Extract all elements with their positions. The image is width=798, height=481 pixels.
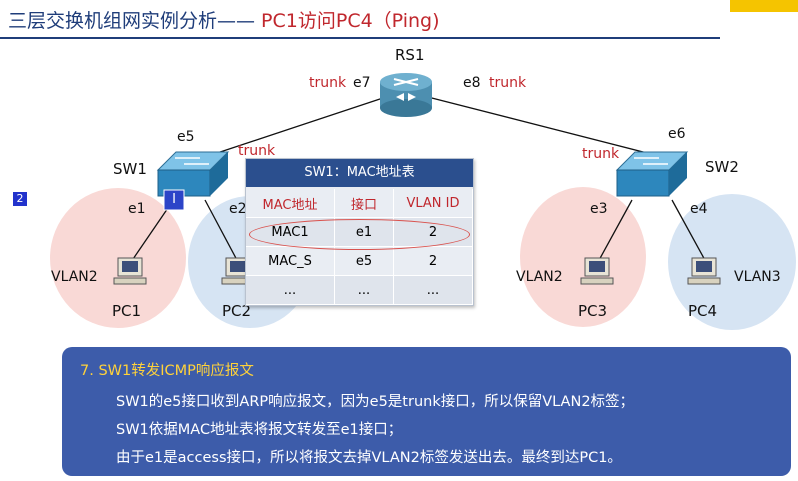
step-line-1: SW1的e5接口收到ARP响应报文，因为e5是trunk接口，所以保留VLAN2…	[116, 394, 635, 410]
mac-table-header-row: MAC地址 接口 VLAN ID	[246, 189, 473, 218]
title-highlight: PC1访问PC4（Ping)	[261, 10, 440, 32]
port-e8-label: e8	[463, 75, 481, 91]
port-e4-label: e4	[690, 201, 708, 217]
port-e1-label: e1	[128, 201, 146, 217]
pc3-label: PC3	[578, 302, 608, 320]
pc3-icon	[580, 257, 614, 285]
pc3-vlan-label: VLAN2	[516, 269, 563, 285]
port-e7-label: e7	[353, 75, 371, 91]
title-underline	[0, 37, 720, 39]
table-row: ... ... ...	[246, 275, 473, 305]
sw2-label: SW2	[705, 158, 739, 176]
mac-table-title: SW1：MAC地址表	[246, 159, 473, 187]
slide-title: 三层交换机组网实例分析—— PC1访问PC4（Ping)	[8, 6, 440, 33]
link-sw1-rs1	[189, 94, 393, 163]
table-row: MAC_S e5 2	[246, 246, 473, 276]
step-line-2: SW1依据MAC地址表将报文转发至e1接口；	[116, 422, 403, 438]
port-e5-label: e5	[177, 129, 195, 145]
trunk-label-e8: trunk	[489, 75, 527, 91]
pc4-vlan-label: VLAN3	[734, 269, 781, 285]
pc1-label: PC1	[112, 302, 142, 320]
pc4-icon	[687, 257, 721, 285]
switch-sw2-icon	[615, 151, 689, 197]
page-badge: 2	[13, 192, 27, 206]
pc1-icon	[113, 257, 147, 285]
highlight-ring-mac1-row	[249, 219, 470, 250]
port-cell: ...	[334, 275, 394, 305]
trunk-label-e7: trunk	[309, 75, 347, 91]
trunk-label-sw2: trunk	[582, 146, 620, 162]
pc2-icon	[221, 257, 255, 285]
vlan-cell: ...	[393, 275, 473, 305]
mac-table-header-vlan: VLAN ID	[393, 189, 473, 218]
link-sw2-pc3	[597, 199, 633, 263]
vlan-zone-pc4	[668, 194, 796, 330]
link-sw1-pc2	[204, 199, 239, 263]
step-heading: 7. SW1转发ICMP响应报文	[80, 363, 254, 379]
pc1-vlan-label: VLAN2	[51, 269, 98, 285]
mac-table-header-port: 接口	[334, 189, 394, 218]
port-e6-label: e6	[668, 126, 686, 142]
pc4-label: PC4	[688, 302, 718, 320]
trunk-label-sw1: trunk	[238, 143, 276, 159]
vlan-zone-pc3	[520, 187, 646, 327]
switch-sw1-icon	[156, 151, 230, 211]
title-main: 三层交换机组网实例分析——	[8, 10, 262, 32]
mac-cell: MAC_S	[246, 246, 335, 276]
mac-cell: ...	[246, 275, 335, 305]
port-e2-label: e2	[229, 201, 247, 217]
router-rs1-icon	[380, 73, 432, 117]
sw1-e1-port-marker: I	[172, 192, 176, 207]
step-explanation-panel: 7. SW1转发ICMP响应报文 SW1的e5接口收到ARP响应报文，因为e5是…	[62, 347, 791, 476]
corner-accent	[730, 0, 798, 12]
step-line-3: 由于e1是access接口，所以将报文去掉VLAN2标签发送出去。最终到达PC1…	[116, 450, 622, 466]
link-rs2-sw2	[419, 94, 656, 156]
sw1-label: SW1	[113, 160, 147, 178]
mac-table-header-mac: MAC地址	[246, 189, 335, 218]
link-sw2-pc4	[671, 199, 707, 263]
router-label: RS1	[395, 46, 425, 64]
pc2-label: PC2	[222, 302, 252, 320]
link-sw1-pc1	[130, 204, 171, 263]
port-cell: e5	[334, 246, 394, 276]
port-e3-label: e3	[590, 201, 608, 217]
vlan-cell: 2	[393, 246, 473, 276]
